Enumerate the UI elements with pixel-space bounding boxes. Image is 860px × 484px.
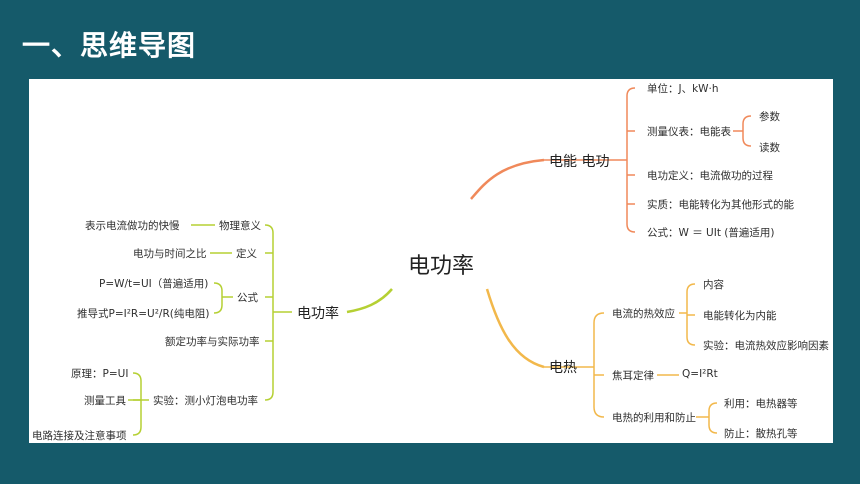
- power-exp-principle: 原理：P=UI: [71, 368, 129, 380]
- heat-use-utilize: 利用：电热器等: [724, 398, 798, 410]
- power-rated: 额定功率与实际功率: [165, 336, 260, 348]
- energy-unit: 单位：J、kW·h: [647, 83, 719, 95]
- power-meaning: 物理意义: [219, 220, 261, 232]
- power-meaning-desc: 表示电流做功的快慢: [85, 220, 180, 232]
- energy-meter-params: 参数: [759, 111, 780, 123]
- heat-effect: 电流的热效应: [612, 308, 675, 320]
- power-exp-circuit: 电路连接及注意事项: [32, 430, 127, 442]
- energy-meter-reading: 读数: [759, 142, 780, 154]
- heat-use: 电热的利用和防止: [612, 412, 696, 424]
- heat-effect-content: 内容: [703, 279, 724, 291]
- heat-joule-law: 焦耳定律: [612, 370, 654, 382]
- power-experiment: 实验：测小灯泡电功率: [153, 395, 258, 407]
- heat-effect-conversion: 电能转化为内能: [703, 310, 777, 322]
- heat-effect-experiment: 实验：电流热效应影响因素: [703, 340, 829, 352]
- slide-title: 一、思维导图: [22, 29, 197, 62]
- root-node: 电功率: [408, 254, 475, 279]
- power-formula-general: P=W/t=UI（普遍适用): [99, 278, 209, 290]
- energy-essence: 实质：电能转化为其他形式的能: [647, 199, 794, 211]
- heat-node: 电热: [549, 360, 577, 376]
- branch-power: [346, 288, 393, 314]
- power-exp-tools: 测量工具: [84, 395, 126, 407]
- heat-joule-formula: Q=I²Rt: [682, 368, 718, 380]
- energy-node: 电能 电功: [549, 154, 610, 170]
- power-node: 电功率: [297, 306, 339, 322]
- branch-energy: [470, 158, 545, 200]
- mind-map-panel: 电功率 电能 电功 单位：J、kW·h 测量仪表：电能表 参数 读数 电功定义：…: [29, 79, 833, 443]
- energy-definition: 电功定义：电流做功的过程: [647, 170, 773, 182]
- power-formula: 公式: [237, 292, 258, 304]
- heat-use-prevent: 防止：散热孔等: [724, 428, 798, 440]
- energy-formula: 公式：W ＝ UIt (普遍适用): [647, 227, 775, 239]
- mind-map-connectors: [128, 87, 752, 436]
- power-definition: 定义: [236, 248, 257, 260]
- branch-heat: [485, 288, 545, 369]
- energy-meter: 测量仪表：电能表: [647, 126, 731, 138]
- power-definition-desc: 电功与时间之比: [133, 248, 207, 260]
- power-formula-derived: 推导式P=I²R=U²/R(纯电阻): [77, 308, 210, 320]
